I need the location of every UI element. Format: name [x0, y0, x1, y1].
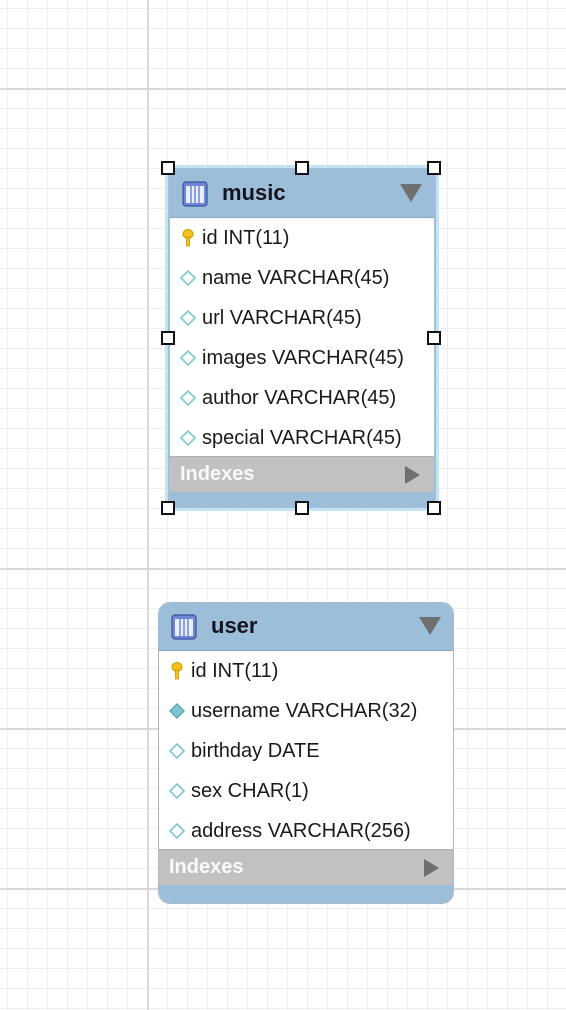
table-name: music: [222, 180, 286, 205]
expand-arrow-icon[interactable]: [405, 466, 420, 484]
column-row[interactable]: name VARCHAR(45): [170, 258, 434, 298]
column-label: address VARCHAR(256): [191, 820, 411, 842]
column-diamond-icon: [179, 429, 197, 447]
column-label: id INT(11): [202, 227, 290, 249]
column-diamond-icon: [168, 742, 186, 760]
column-label: url VARCHAR(45): [202, 307, 362, 329]
column-row[interactable]: url VARCHAR(45): [170, 298, 434, 338]
column-row[interactable]: username VARCHAR(32): [159, 691, 453, 731]
music-table[interactable]: music id INT(11) name VARCHAR(45) url VA…: [168, 168, 436, 508]
table-header[interactable]: music: [170, 170, 434, 218]
indexes-section[interactable]: Indexes: [170, 456, 434, 492]
resize-handle-right[interactable]: [427, 331, 441, 345]
column-row[interactable]: special VARCHAR(45): [170, 418, 434, 458]
column-row[interactable]: id INT(11): [159, 651, 453, 691]
column-diamond-icon: [179, 269, 197, 287]
column-label: special VARCHAR(45): [202, 427, 402, 449]
resize-handle-bottom-right[interactable]: [427, 501, 441, 515]
table-icon: [171, 614, 197, 640]
column-label: id INT(11): [191, 660, 279, 682]
column-diamond-filled-icon: [169, 703, 185, 719]
resize-handle-left[interactable]: [161, 331, 175, 345]
column-label: author VARCHAR(45): [202, 387, 397, 409]
column-diamond-icon: [168, 782, 186, 800]
collapse-triangle-icon[interactable]: [419, 617, 441, 635]
column-label: birthday DATE: [191, 740, 320, 762]
column-label: username VARCHAR(32): [191, 700, 418, 722]
resize-handle-top[interactable]: [295, 161, 309, 175]
resize-handle-top-right[interactable]: [427, 161, 441, 175]
column-diamond-icon: [179, 309, 197, 327]
column-row[interactable]: author VARCHAR(45): [170, 378, 434, 418]
collapse-triangle-icon[interactable]: [400, 184, 422, 202]
resize-handle-top-left[interactable]: [161, 161, 175, 175]
table-icon: [182, 181, 208, 207]
column-label: name VARCHAR(45): [202, 267, 390, 289]
resize-handle-bottom-left[interactable]: [161, 501, 175, 515]
column-diamond-icon: [179, 349, 197, 367]
column-row[interactable]: birthday DATE: [159, 731, 453, 771]
column-label: sex CHAR(1): [191, 780, 309, 802]
column-row[interactable]: images VARCHAR(45): [170, 338, 434, 378]
indexes-label: Indexes: [169, 856, 244, 878]
column-label: images VARCHAR(45): [202, 347, 404, 369]
column-row[interactable]: address VARCHAR(256): [159, 811, 453, 851]
user-table[interactable]: user id INT(11) username VARCHAR(32) bir…: [158, 602, 454, 904]
table-footer: [170, 492, 434, 506]
table-header[interactable]: user: [159, 603, 453, 651]
indexes-label: Indexes: [180, 463, 255, 485]
column-diamond-icon: [168, 822, 186, 840]
indexes-section[interactable]: Indexes: [159, 849, 453, 885]
primary-key-icon: [182, 229, 194, 247]
column-list: id INT(11) name VARCHAR(45) url VARCHAR(…: [170, 218, 434, 458]
column-list: id INT(11) username VARCHAR(32) birthday…: [159, 651, 453, 851]
table-footer: [159, 885, 453, 903]
table-name: user: [211, 613, 258, 638]
expand-arrow-icon[interactable]: [424, 859, 439, 877]
column-row[interactable]: id INT(11): [170, 218, 434, 258]
primary-key-icon: [171, 662, 183, 680]
column-diamond-icon: [179, 389, 197, 407]
resize-handle-bottom[interactable]: [295, 501, 309, 515]
column-row[interactable]: sex CHAR(1): [159, 771, 453, 811]
